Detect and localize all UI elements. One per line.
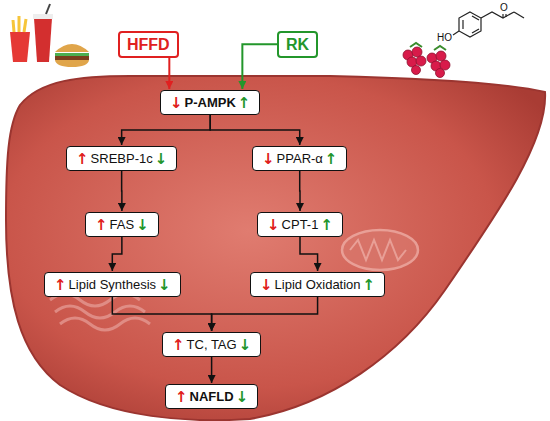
change-arrow: ↑ — [320, 216, 333, 234]
node-label: P-AMPK — [185, 94, 236, 112]
change-arrow: ↓ — [155, 150, 168, 168]
change-arrow: ↓ — [136, 216, 149, 234]
node-label: CPT-1 — [282, 216, 319, 234]
process-box: ↑TC, TAG↓ — [162, 332, 261, 357]
node-label: Lipid Synthesis — [69, 276, 156, 294]
fast-food-icon — [10, 4, 89, 67]
flow-arrow — [211, 357, 213, 383]
process-box: ↓PPAR-α↑ — [252, 146, 347, 171]
change-arrow: ↓ — [262, 150, 275, 168]
change-arrow: ↓ — [267, 216, 280, 234]
change-arrow: ↑ — [172, 336, 185, 354]
change-arrow: ↑ — [54, 276, 67, 294]
change-arrow: ↓ — [158, 276, 171, 294]
node-label: FAS — [110, 216, 135, 234]
compound-box: RK — [277, 31, 318, 58]
change-arrow: ↓ — [260, 276, 273, 294]
change-arrow: ↑ — [95, 216, 108, 234]
flow-arrow — [212, 297, 318, 331]
change-arrow: ↑ — [363, 276, 376, 294]
node-label: RK — [286, 36, 309, 54]
change-arrow: ↑ — [76, 150, 89, 168]
flow-arrow — [112, 237, 122, 271]
mitochondrion — [342, 230, 418, 270]
change-arrow: ↓ — [239, 336, 252, 354]
process-box: ↓Lipid Oxidation↑ — [250, 272, 385, 297]
process-box: ↓CPT-1↑ — [257, 212, 343, 237]
flow-arrow — [299, 171, 301, 211]
atom-label: HO — [437, 32, 452, 43]
process-box: ↓P-AMPK↑ — [160, 90, 260, 115]
flow-arrow — [122, 115, 211, 145]
change-arrow: ↑ — [325, 150, 338, 168]
process-box: ↑SREBP-1c↓ — [66, 146, 177, 171]
change-arrow: ↓ — [236, 388, 249, 406]
change-arrow: ↓ — [170, 94, 183, 112]
endoplasmic-reticulum — [50, 294, 150, 330]
node-label: TC, TAG — [187, 336, 237, 354]
flow-arrow — [300, 237, 318, 271]
process-box: ↑Lipid Synthesis↓ — [44, 272, 181, 297]
node-label: HFFD — [127, 36, 170, 54]
chemical-structure — [453, 12, 524, 37]
liver-outline — [6, 76, 545, 420]
node-label: Lipid Oxidation — [275, 276, 361, 294]
node-label: SREBP-1c — [91, 150, 153, 168]
change-arrow: ↑ — [175, 388, 188, 406]
node-label: NAFLD — [190, 388, 234, 406]
flow-arrow — [210, 115, 300, 145]
flow-arrow — [168, 58, 170, 89]
flow-arrow — [121, 171, 123, 211]
atom-label: O — [500, 2, 508, 13]
flow-arrow — [242, 44, 277, 89]
raspberry-icon — [403, 43, 450, 78]
process-box: ↑FAS↓ — [85, 212, 159, 237]
flow-arrow — [112, 297, 211, 331]
diet-box: HFFD — [118, 31, 179, 58]
node-label: PPAR-α — [277, 150, 323, 168]
outcome-box: ↑NAFLD↓ — [165, 384, 258, 409]
change-arrow: ↑ — [238, 94, 251, 112]
